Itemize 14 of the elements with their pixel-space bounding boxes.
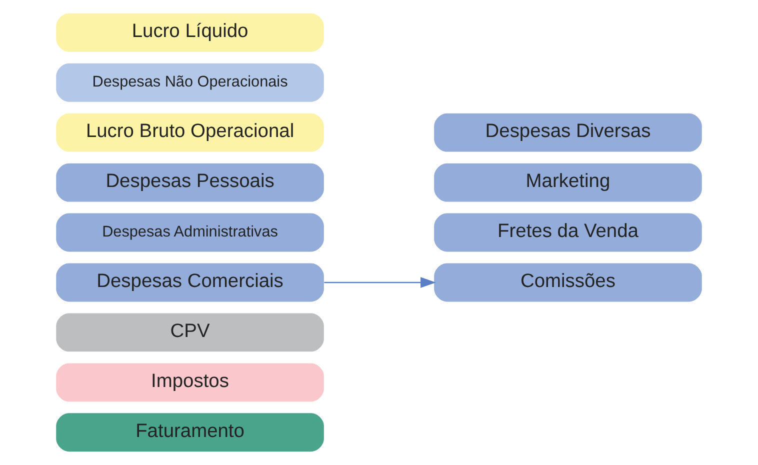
node-box: Despesas Administrativas bbox=[56, 213, 324, 252]
arrow bbox=[324, 277, 436, 288]
node-box: Lucro Bruto Operacional bbox=[56, 113, 324, 152]
node-box: Marketing bbox=[434, 163, 702, 202]
node-box: CPV bbox=[56, 313, 324, 352]
node-box: Fretes da Venda bbox=[434, 213, 702, 252]
node-box: Despesas Diversas bbox=[434, 113, 702, 152]
node-box: Despesas Pessoais bbox=[56, 163, 324, 202]
node-box: Faturamento bbox=[56, 413, 324, 452]
node-box: Lucro Líquido bbox=[56, 13, 324, 52]
node-box: Despesas Comerciais bbox=[56, 263, 324, 302]
node-box: Comissões bbox=[434, 263, 702, 302]
node-box: Impostos bbox=[56, 363, 324, 402]
node-box: Despesas Não Operacionais bbox=[56, 63, 324, 102]
